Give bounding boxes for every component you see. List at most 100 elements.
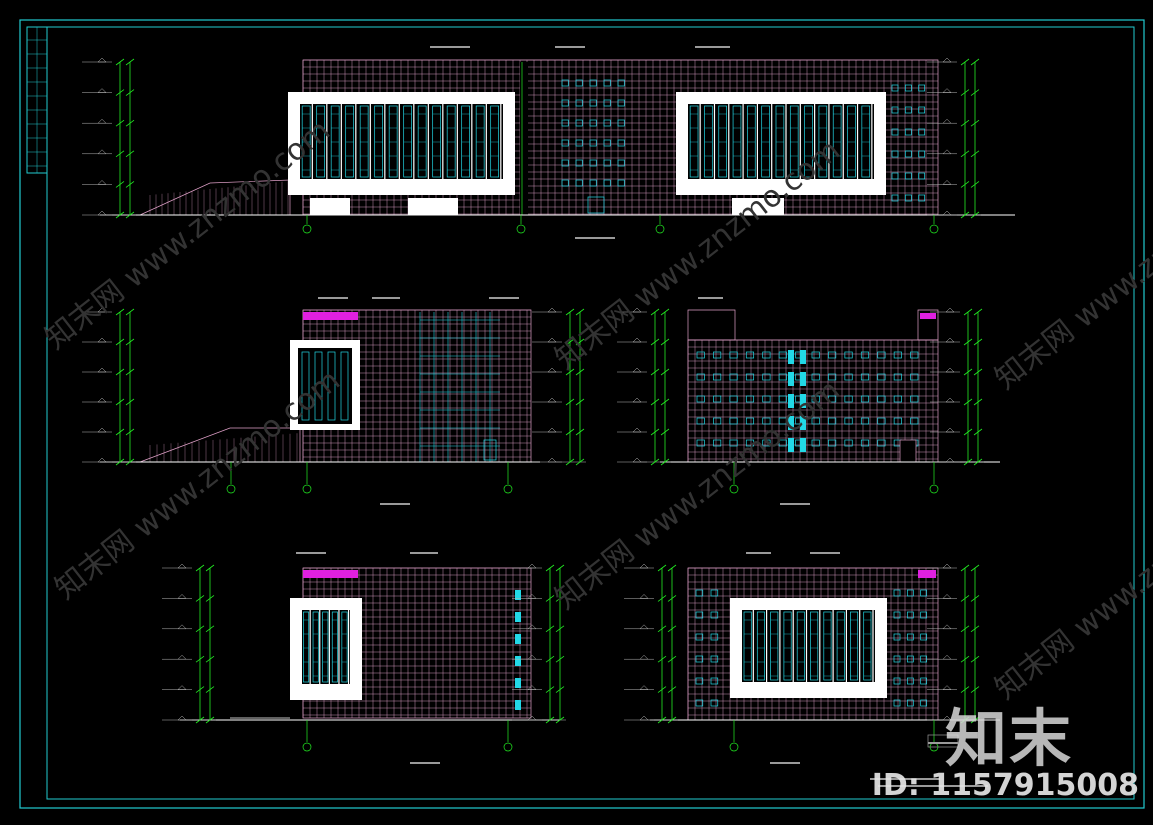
- window: [729, 417, 738, 425]
- annotation-mark: [489, 297, 519, 299]
- level-symbol: [97, 88, 107, 93]
- level-symbol: [639, 563, 649, 569]
- dimension-tick: [660, 458, 670, 466]
- dimension-tick: [205, 716, 215, 724]
- dimension-tick: [125, 150, 135, 158]
- window: [617, 139, 625, 147]
- level-symbol: [639, 715, 649, 721]
- window: [918, 194, 926, 202]
- window: [906, 699, 914, 707]
- dimension-tick: [575, 368, 585, 376]
- dimension-tick: [205, 655, 215, 663]
- dimension-tick: [963, 368, 973, 376]
- curtain-wall-glass-bg: [300, 104, 503, 179]
- level-symbol: [527, 654, 537, 660]
- level-symbol: [632, 427, 642, 433]
- window: [811, 417, 820, 425]
- window: [906, 589, 914, 597]
- glass-mullion: [823, 611, 832, 681]
- glass-panel: [788, 372, 794, 386]
- glass-mullion: [704, 105, 713, 178]
- elevation-middle-right: [617, 307, 1000, 494]
- window: [910, 351, 919, 359]
- level-symbol: [945, 307, 955, 313]
- annotation-mark: [810, 552, 840, 554]
- dimension-tick: [660, 398, 670, 406]
- level-symbol: [547, 367, 557, 373]
- window: [695, 677, 704, 685]
- window: [778, 417, 787, 425]
- glass-mullion: [301, 105, 311, 178]
- glass-panel: [515, 612, 521, 622]
- level-symbol: [177, 563, 187, 569]
- glass-panel: [800, 416, 806, 430]
- glass-mullion: [796, 611, 805, 681]
- glass-mullion: [775, 105, 785, 178]
- level-symbol: [97, 307, 107, 313]
- glass-mullion: [847, 105, 856, 178]
- dimension-tick: [125, 308, 135, 316]
- window: [617, 99, 625, 107]
- level-symbol: [942, 210, 952, 216]
- dimension-tick: [125, 428, 135, 436]
- window: [904, 172, 912, 180]
- glass-panel: [788, 350, 794, 364]
- window: [710, 589, 719, 597]
- dimension-tick: [565, 338, 575, 346]
- dimension-tick: [970, 655, 980, 663]
- window: [811, 439, 820, 447]
- title-block-stamp: [927, 734, 959, 748]
- dimension-tick: [960, 211, 970, 219]
- glass-mullion: [810, 611, 819, 681]
- dimension-tick: [575, 428, 585, 436]
- dimension-tick: [970, 119, 980, 127]
- dimension-tick: [195, 625, 205, 633]
- window: [828, 417, 837, 425]
- dimension-tick: [960, 686, 970, 693]
- dimension-tick: [660, 338, 670, 346]
- dimension-tick: [970, 716, 980, 724]
- dimension-tick: [960, 655, 970, 663]
- dimension-tick: [205, 625, 215, 633]
- window: [713, 417, 722, 425]
- dimension-tick: [973, 308, 983, 316]
- window: [710, 699, 719, 707]
- level-symbol: [639, 624, 649, 630]
- dimension-tick: [973, 398, 983, 406]
- axis-bubble: [226, 484, 236, 494]
- dimension-tick: [125, 398, 135, 406]
- dimension-tick: [960, 119, 970, 127]
- level-symbol: [527, 685, 537, 690]
- dimension-tick: [660, 308, 670, 316]
- axis-bubble: [929, 224, 939, 234]
- glass-mullion: [743, 611, 752, 681]
- window: [906, 633, 914, 641]
- window: [828, 395, 837, 403]
- window: [762, 395, 771, 403]
- elevation-top: [82, 57, 1015, 234]
- window: [891, 150, 899, 158]
- window: [575, 99, 583, 107]
- glass-mullion: [783, 611, 792, 681]
- window: [844, 373, 853, 381]
- dimension-tick: [963, 398, 973, 406]
- window: [589, 79, 597, 87]
- glass-mullion: [718, 105, 727, 178]
- window: [811, 351, 820, 359]
- dimension-tick: [115, 150, 125, 158]
- glass-mullion: [359, 105, 369, 178]
- dimension-tick: [555, 686, 565, 693]
- dimension-tick: [555, 716, 565, 724]
- annotation-mark: [878, 785, 988, 787]
- level-symbol: [942, 715, 952, 721]
- dimension-tick: [667, 595, 677, 602]
- dimension-tick: [115, 368, 125, 376]
- dimension-tick: [125, 338, 135, 346]
- window: [910, 373, 919, 381]
- dimension-tick: [660, 428, 670, 436]
- window: [710, 611, 719, 619]
- axis-bubble: [729, 742, 739, 752]
- glass-panel: [788, 394, 794, 408]
- sheet-frame: [19, 19, 1145, 809]
- dimension-tick: [660, 368, 670, 376]
